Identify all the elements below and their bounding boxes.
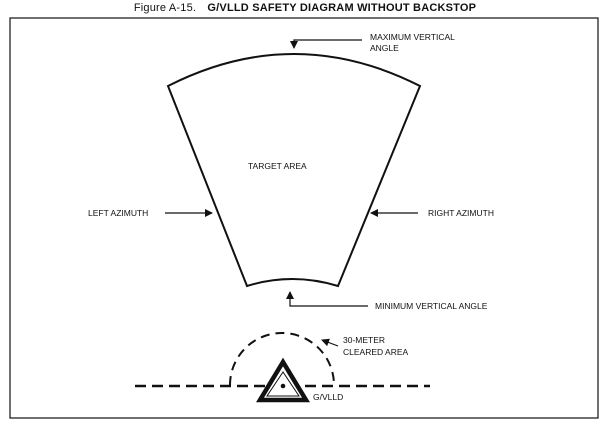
figure-title: Figure A-15. G/VLLD SAFETY DIAGRAM WITHO… (0, 2, 610, 14)
cleared-area-label-line1: 30-METER (343, 335, 385, 345)
cleared-area-leader (321, 338, 339, 347)
gvlld-triangle-outer (256, 357, 310, 403)
min-vertical-angle-leader (286, 291, 368, 307)
figure-title-text: G/VLLD SAFETY DIAGRAM WITHOUT BACKSTOP (207, 2, 477, 14)
cleared-area-label-line2: CLEARED AREA (343, 347, 409, 357)
target-area-label: TARGET AREA (248, 161, 307, 171)
min-vertical-angle-label: MINIMUM VERTICAL ANGLE (375, 301, 488, 311)
cleared-area-arc (229, 332, 335, 386)
max-vertical-angle-label-line2: ANGLE (370, 43, 399, 53)
gvlld-label: G/VLLD (313, 392, 343, 402)
right-azimuth-label: RIGHT AZIMUTH (428, 208, 494, 218)
gvlld-position-dot (280, 383, 286, 389)
diagram-border (9, 17, 599, 419)
figure-number: Figure A-15. (133, 2, 197, 14)
max-vertical-angle-leader (290, 39, 362, 49)
max-vertical-angle-label-line1: MAXIMUM VERTICAL (370, 32, 455, 42)
gvlld-triangle-inner (266, 371, 300, 397)
target-area-sector (166, 53, 422, 288)
left-azimuth-label: LEFT AZIMUTH (88, 208, 148, 218)
